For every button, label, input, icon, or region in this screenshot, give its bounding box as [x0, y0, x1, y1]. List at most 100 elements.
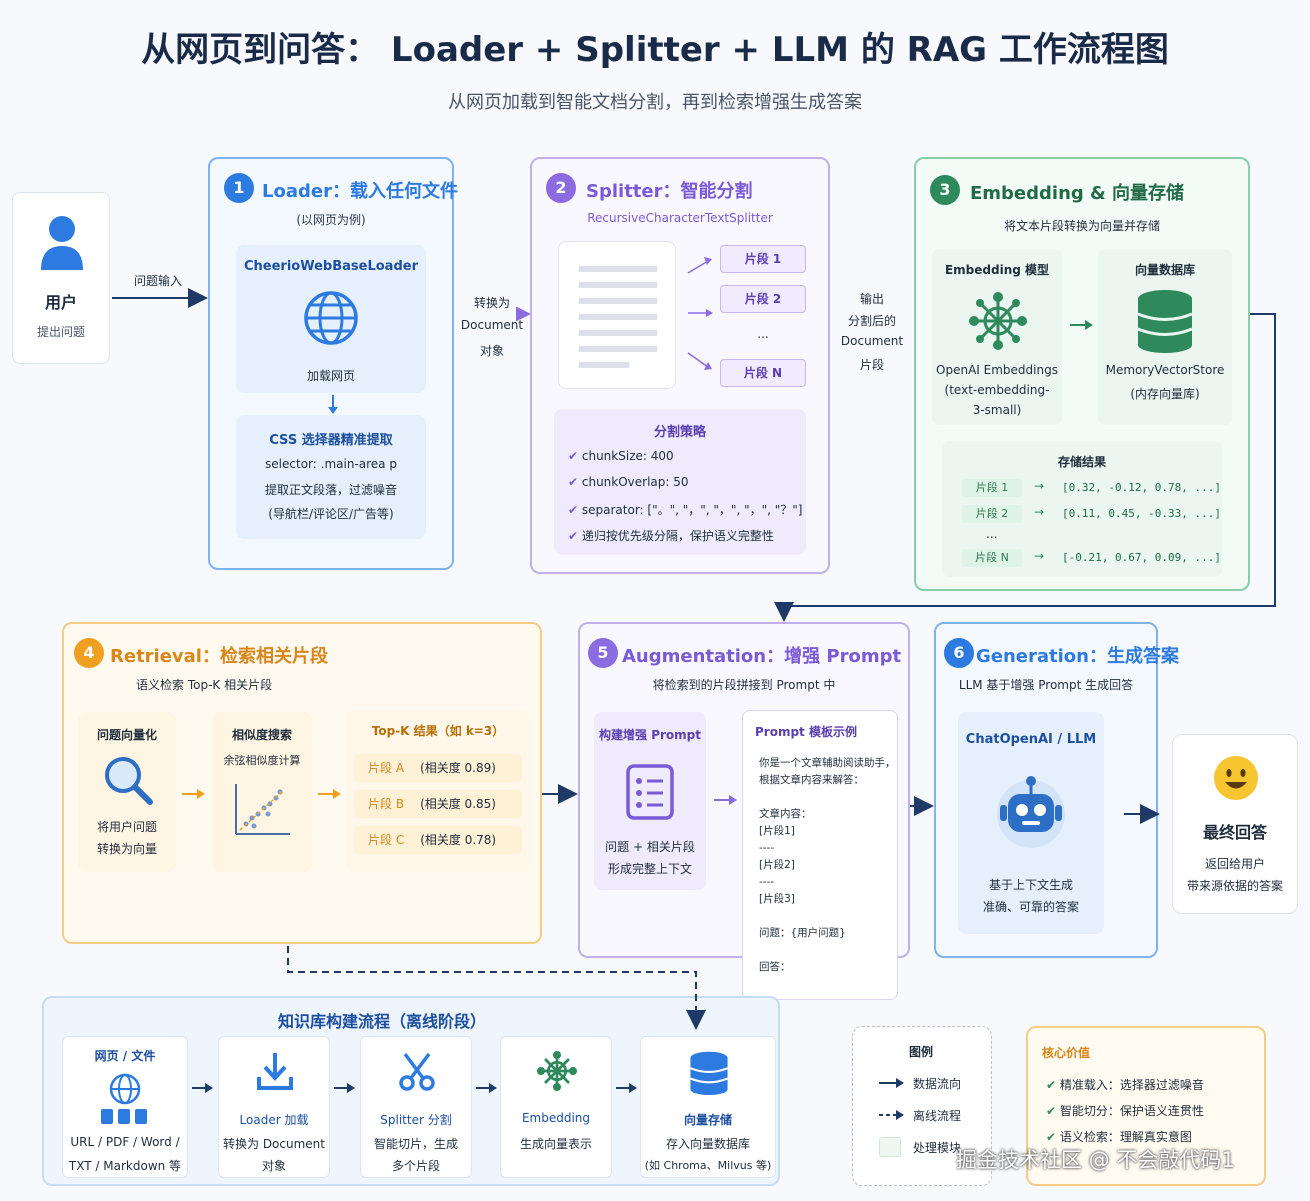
generation-title: Generation：生成答案 — [976, 646, 1179, 667]
topk-item-a: 片段 A(相关度 0.89) — [354, 754, 522, 782]
chunk-1: 片段 1 — [720, 245, 806, 273]
globe-icon — [109, 1073, 141, 1105]
retrieval-number: 4 — [74, 638, 104, 668]
topk-a-score: (相关度 0.89) — [420, 761, 496, 775]
user-sub: 提出问题 — [36, 325, 85, 339]
output-line-2: 分割后的 — [847, 314, 896, 328]
kb-step-1-line-1: URL / PDF / Word / — [70, 1135, 180, 1149]
generation-number: 6 — [944, 638, 974, 668]
strategy-4: 递归按优先级分隔，保护语义完整性 — [581, 529, 774, 543]
kb-step-2-title: Loader 加载 — [239, 1113, 309, 1127]
result-tag-2: 片段 2 — [962, 505, 1022, 523]
loader-card: 1 Loader：载入任何文件 (以网页为例) CheerioWebBaseLo… — [208, 157, 458, 570]
loader-box-label: 加载网页 — [306, 369, 355, 383]
check-icon: ✔ — [1046, 1078, 1060, 1092]
kb-step-5-title: 向量存储 — [683, 1113, 732, 1127]
user-icon — [41, 216, 83, 270]
file-types-icon — [101, 1109, 147, 1124]
convert-line-1: 转换为 — [473, 296, 510, 310]
generation-card: 6 Generation：生成答案 LLM 基于增强 Prompt 生成回答 C… — [934, 622, 1179, 958]
storage-result-box: 存储结果 片段 1 → [0.32, -0.12, 0.78, ...] 片段 … — [942, 441, 1222, 577]
topk-item-b: 片段 B(相关度 0.85) — [354, 790, 522, 818]
kb-step-3-title: Splitter 分割 — [380, 1113, 452, 1127]
build-line-2: 形成完整上下文 — [607, 862, 692, 876]
prompt-template-line: ---- — [759, 842, 775, 854]
prompt-template-line: 问题：{用户问题} — [759, 927, 846, 939]
prompt-template-line: [片段1] — [759, 825, 795, 837]
build-line-1: 问题 + 相关片段 — [605, 840, 695, 854]
kb-step-1-line-2: TXT / Markdown 等 — [68, 1159, 182, 1173]
splitter-sub: RecursiveCharacterTextSplitter — [587, 211, 773, 225]
topk-box: Top-K 结果（如 k=3） 片段 A(相关度 0.89) 片段 B(相关度 … — [346, 710, 530, 872]
legend-item-2: 离线流程 — [913, 1109, 962, 1123]
result-vec-n: [-0.21, 0.67, 0.09, ...] — [1062, 551, 1221, 564]
augmentation-card: 5 Augmentation：增强 Prompt 将检索到的片段拼接到 Prom… — [578, 622, 910, 1000]
down-arrow-icon — [328, 395, 338, 414]
retrieval-card: 4 Retrieval：检索相关片段 语义检索 Top-K 相关片段 问题向量化… — [62, 622, 542, 944]
s-line-1: 余弦相似度计算 — [223, 754, 301, 767]
kb-step-loader: Loader 加载 转换为 Document 对象 — [218, 1036, 330, 1178]
kb-step-vector-store: 向量存储 存入向量数据库 (如 Chroma、Milvus 等) — [640, 1036, 776, 1178]
chunk-ellipsis: ... — [757, 327, 769, 341]
build-title: 构建增强 Prompt — [599, 728, 701, 742]
llm-line-1: 基于上下文生成 — [988, 878, 1073, 892]
scissors-icon — [399, 1052, 435, 1091]
prompt-template-text: 你是一个文章辅助阅读助手，根据文章内容来解答：文章内容：[片段1]----[片段… — [759, 755, 899, 976]
page-subtitle: 从网页加载到智能文档分割，再到检索增强生成答案 — [448, 92, 862, 113]
user-card: 用户 提出问题 — [12, 192, 110, 364]
kb-step-splitter: Splitter 分割 智能切片，生成 多个片段 — [360, 1036, 472, 1178]
convert-line-3: 对象 — [479, 344, 504, 358]
check-icon: ✔ — [1046, 1130, 1060, 1144]
prompt-template-line: 文章内容： — [759, 808, 812, 820]
scatter-plot-icon — [235, 784, 290, 835]
download-icon — [257, 1053, 293, 1090]
result-tag-1: 片段 1 — [962, 479, 1022, 497]
chunk-n: 片段 N — [720, 359, 806, 387]
check-icon: ✔ — [568, 529, 582, 543]
value-item-2: 智能切分：保护语义连贯性 — [1059, 1104, 1204, 1118]
arrow-icon: → — [1034, 505, 1045, 519]
legend-card: 图例 数据流向 离线流程 处理模块 — [852, 1026, 992, 1186]
prompt-template-line: [片段2] — [759, 859, 795, 871]
arrow-icon: → — [1034, 479, 1045, 493]
kb-step-source: 网页 / 文件 URL / PDF / Word / TXT / Markdow… — [62, 1036, 188, 1178]
page-title: 从网页到问答： Loader + Splitter + LLM 的 RAG 工作… — [141, 30, 1169, 70]
topk-c-name: 片段 C — [368, 833, 405, 847]
vector-db-box: 向量数据库 MemoryVectorStore (内存向量库) — [1098, 249, 1232, 425]
similarity-box: 相似度搜索 余弦相似度计算 — [212, 712, 312, 872]
kb-step-3-line-2: 多个片段 — [391, 1159, 440, 1173]
topk-b-score: (相关度 0.85) — [420, 797, 496, 811]
llm-title: ChatOpenAI / LLM — [965, 732, 1097, 747]
loader-title: Loader：载入任何文件 — [262, 181, 458, 202]
build-prompt-box: 构建增强 Prompt 问题 + 相关片段 形成完整上下文 — [594, 712, 706, 890]
right-arrow-icon — [318, 789, 341, 799]
kb-step-4-line-1: 生成向量表示 — [519, 1137, 592, 1151]
splitter-card: 2 Splitter：智能分割 RecursiveCharacterTextSp… — [530, 157, 830, 574]
embedding-model-box: Embedding 模型 OpenAI Embeddings (text-emb… — [932, 249, 1062, 425]
final-line-1: 返回给用户 — [1204, 857, 1265, 871]
network-icon — [969, 292, 1027, 350]
value-title: 核心价值 — [1042, 1046, 1091, 1060]
topk-item-c: 片段 C(相关度 0.78) — [354, 826, 522, 854]
robot-icon — [997, 776, 1065, 848]
strategy-title: 分割策略 — [653, 425, 706, 440]
prompt-template-line: 回答： — [759, 961, 791, 973]
embedding-sub: 将文本片段转换为向量并存储 — [1003, 219, 1160, 233]
db-line-1: MemoryVectorStore — [1105, 363, 1225, 377]
result-title: 存储结果 — [1057, 455, 1106, 469]
value-item-3: 语义检索：理解真实意图 — [1059, 1130, 1192, 1144]
css-selector-box: CSS 选择器精准提取 selector: .main-area p 提取正文段… — [236, 415, 426, 539]
prompt-template-line: 根据文章内容来解答： — [759, 774, 864, 786]
result-vec-1: [0.32, -0.12, 0.78, ...] — [1062, 481, 1221, 494]
s-title: 相似度搜索 — [231, 728, 292, 742]
right-arrow-icon — [334, 1083, 355, 1093]
output-line-3: Document — [840, 334, 904, 348]
output-line-1: 输出 — [859, 292, 884, 306]
legend-item-1: 数据流向 — [913, 1077, 962, 1091]
list-document-icon — [626, 764, 674, 820]
check-icon: ✔ — [568, 475, 582, 489]
right-arrow-icon — [616, 1083, 637, 1093]
model-line-3: 3-small) — [972, 403, 1022, 417]
q-line-2: 转换为向量 — [96, 842, 157, 856]
result-tag-n: 片段 N — [962, 549, 1022, 567]
